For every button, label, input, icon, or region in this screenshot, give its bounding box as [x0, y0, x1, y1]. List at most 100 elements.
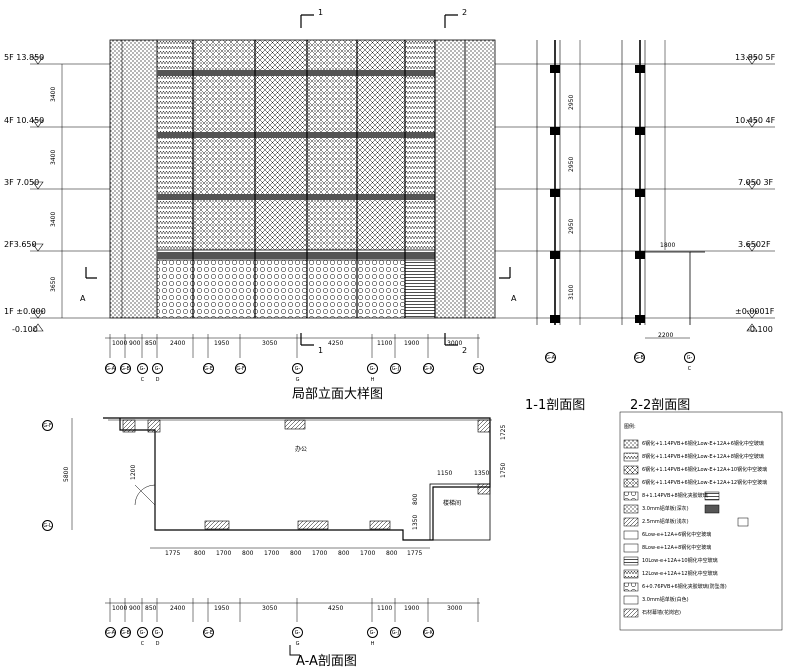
legend-item: 6钢化+1.14PVB+6钢化Low-E+12A+10钢化中空玻璃: [642, 467, 768, 473]
plan-bottom-dim: 850: [145, 605, 157, 612]
plan-axis-bubble: G-J: [390, 627, 401, 638]
plan-bottom-dim: 1000: [112, 605, 128, 612]
plan-inner-dim: 800: [194, 550, 206, 557]
plan-axis-bubble: G-H: [367, 627, 378, 647]
axis-bubble: G-C: [137, 363, 148, 383]
title-plan-a-a: A-A剖面图: [296, 654, 357, 669]
level-left-3f: 3F 7.050: [4, 178, 40, 187]
plan-inner-dim: 1700: [312, 550, 328, 557]
plan-axis-bubble-side: G-L: [42, 520, 53, 531]
plan-inner-dim: 800: [290, 550, 302, 557]
elev-dim: 3050: [262, 340, 278, 347]
axis-bubble-section-2b: G-C: [684, 352, 695, 372]
elev-dim: 1000: [112, 340, 128, 347]
legend-item: 3.0mm铝单板(白色): [642, 597, 689, 603]
title-section-1-1: 1-1剖面图: [525, 398, 586, 413]
plan-side-dim: 1750: [500, 462, 507, 478]
elev-dim: 900: [129, 340, 141, 347]
plan-axis-bubble-side: G-F: [42, 420, 53, 431]
section-1-1-drawing: [536, 40, 581, 362]
plan-bottom-dim: 1950: [214, 605, 230, 612]
plan-bottom-dim: 900: [129, 605, 141, 612]
axis-bubble: G-K: [423, 363, 434, 374]
legend-item: 8+1.14PVB+8钢化夹胶玻璃: [642, 493, 708, 499]
section-marker-a-right: A: [511, 294, 517, 303]
elev-dim: 2400: [170, 340, 186, 347]
axis-bubble: G-F: [235, 363, 246, 374]
section-2-2-drawing: [621, 40, 705, 339]
level-left-1f: 1F ±0.000: [4, 307, 46, 316]
section-marker-1-bottom: 1: [318, 346, 324, 355]
axis-bubble: G-H: [367, 363, 378, 383]
plan-bottom-dim: 3050: [262, 605, 278, 612]
level-right-1f: ±0.0001F: [735, 307, 775, 316]
floor-height-3f: 3400: [50, 211, 57, 227]
legend-item: 12Low-e+12A+12钢化中空玻璃: [642, 571, 718, 577]
plan-side-dim: 1725: [500, 424, 507, 440]
level-right-2f: 3.6502F: [738, 240, 771, 249]
floor-height-4f: 3400: [50, 149, 57, 165]
plan-inner-dim: 1700: [264, 550, 280, 557]
section-1-dim: 2950: [568, 156, 575, 172]
legend-swatches: [619, 411, 783, 631]
axis-bubble: G-B: [120, 363, 131, 374]
axis-bubble: G-G: [292, 363, 303, 383]
plan-axis-bubble: G-G: [292, 627, 303, 647]
axis-bubble: G-J: [390, 363, 401, 374]
plan-bottom-dim: 4250: [328, 605, 344, 612]
elev-dim: 1950: [214, 340, 230, 347]
legend-item: 6Low-e+12A+6钢化中空玻璃: [642, 532, 712, 538]
plan-axis-bubble: G-E: [203, 627, 214, 638]
plan-bottom-dim: 3000: [447, 605, 463, 612]
plan-bottom-dim: 1900: [404, 605, 420, 612]
plan-side-dim: 5800: [63, 466, 70, 482]
level-right-ground: -0.100: [747, 325, 773, 334]
floor-height-5f: 3400: [50, 86, 57, 102]
section-2-dim: 2200: [658, 332, 674, 339]
axis-bubble: G-L: [473, 363, 484, 374]
legend-item: 3.0mm铝单板(深灰): [642, 506, 689, 512]
plan-side-dim: 1350: [412, 514, 419, 530]
level-right-4f: 10.450 4F: [735, 116, 776, 125]
plan-axis-bubble: G-A: [105, 627, 116, 638]
plan-inner-dim: 800: [242, 550, 254, 557]
plan-inner-dim: 1700: [216, 550, 232, 557]
section-marker-1-top: 1: [318, 8, 324, 17]
plan-top-dim: 800: [412, 493, 419, 505]
plan-inner-dim: 800: [338, 550, 350, 557]
section-1-dim: 3100: [568, 284, 575, 300]
legend-title: 图例:: [624, 424, 636, 430]
plan-axis-bubble: G-B: [120, 627, 131, 638]
plan-inner-dim: 1775: [407, 550, 423, 557]
legend-item: 10Low-e+12A+10钢化中空玻璃: [642, 558, 718, 564]
plan-bottom-dim: 1100: [377, 605, 393, 612]
elev-dim: 4250: [328, 340, 344, 347]
level-right-3f: 7.050 3F: [738, 178, 774, 187]
legend-item: 6+0.76PVB+6钢化夹胶玻璃(防坠落): [642, 584, 727, 590]
level-left-4f: 4F 10.450: [4, 116, 45, 125]
plan-room-label: 办公: [295, 446, 308, 453]
plan-top-dim: 1150: [437, 470, 453, 477]
legend-item: 8钢化+1.14PVB+8钢化Low-E+12A+8钢化中空玻璃: [642, 454, 764, 460]
axis-bubble: G-A: [105, 363, 116, 374]
legend-item: 2.5mm铝单板(浅灰): [642, 519, 689, 525]
plan-side-dim: 1200: [130, 464, 137, 480]
section-marker-a-left: A: [80, 294, 86, 303]
legend-item: 石材幕墙(花岗岩): [642, 610, 681, 616]
plan-inner-dim: 1700: [360, 550, 376, 557]
plan-a-a-drawing: [71, 417, 492, 656]
level-left-2f: 2F3.650: [4, 240, 37, 249]
axis-bubble-section-2a: G-B: [634, 352, 645, 363]
plan-inner-dim: 800: [386, 550, 398, 557]
plan-axis-bubble: G-K: [423, 627, 434, 638]
level-left-5f: 5F 13.850: [4, 53, 45, 62]
plan-axis-bubble: G-D: [152, 627, 163, 647]
level-left-ground: -0.100: [12, 325, 38, 334]
plan-axis-bubble: G-C: [137, 627, 148, 647]
elev-dim: 3000: [447, 340, 463, 347]
elev-dim: 1100: [377, 340, 393, 347]
axis-bubble: G-D: [152, 363, 163, 383]
legend-item: 6钢化+1.14PVB+6钢化Low-E+12A+6钢化中空玻璃: [642, 441, 764, 447]
section-2-dim: 1800: [660, 242, 676, 249]
elev-dim: 850: [145, 340, 157, 347]
